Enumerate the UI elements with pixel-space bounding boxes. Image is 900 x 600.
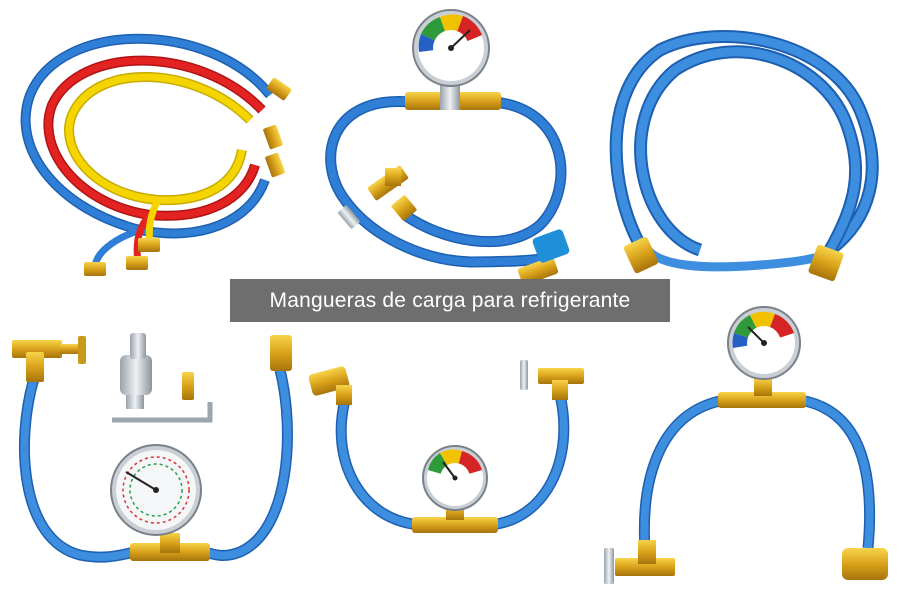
fitting-icon bbox=[120, 333, 194, 409]
gauge-hose-kit-bottom-left bbox=[12, 333, 293, 563]
gauge-hose-kit-bottom-center bbox=[308, 360, 584, 533]
gauge-icon bbox=[422, 445, 488, 511]
gauge-hose-kit-bottom-right bbox=[604, 306, 888, 584]
fitting-icon bbox=[266, 77, 292, 101]
manifold-hoses-coil bbox=[20, 33, 292, 276]
blue-hose-coil bbox=[609, 30, 879, 282]
fitting-icon bbox=[517, 229, 570, 286]
valve-icon bbox=[604, 540, 675, 584]
fitting-icon bbox=[265, 152, 285, 178]
hex-key-icon bbox=[112, 402, 213, 423]
fitting-icon bbox=[84, 262, 106, 276]
gauge-icon bbox=[727, 306, 801, 380]
fitting-icon bbox=[263, 124, 283, 150]
valve-icon bbox=[520, 360, 584, 400]
fitting-icon bbox=[842, 548, 888, 580]
valve-icon bbox=[338, 165, 417, 229]
fitting-icon bbox=[623, 236, 659, 274]
fitting-icon bbox=[808, 244, 844, 282]
gauge-hose-kit-top bbox=[325, 9, 570, 286]
fitting-icon bbox=[138, 238, 160, 252]
caption-banner: Mangueras de carga para refrigerante bbox=[230, 279, 670, 322]
gauge-icon bbox=[110, 444, 202, 536]
fitting-icon bbox=[270, 335, 292, 371]
valve-icon bbox=[12, 336, 86, 382]
gauge-icon bbox=[412, 9, 490, 87]
fitting-icon bbox=[126, 256, 148, 270]
